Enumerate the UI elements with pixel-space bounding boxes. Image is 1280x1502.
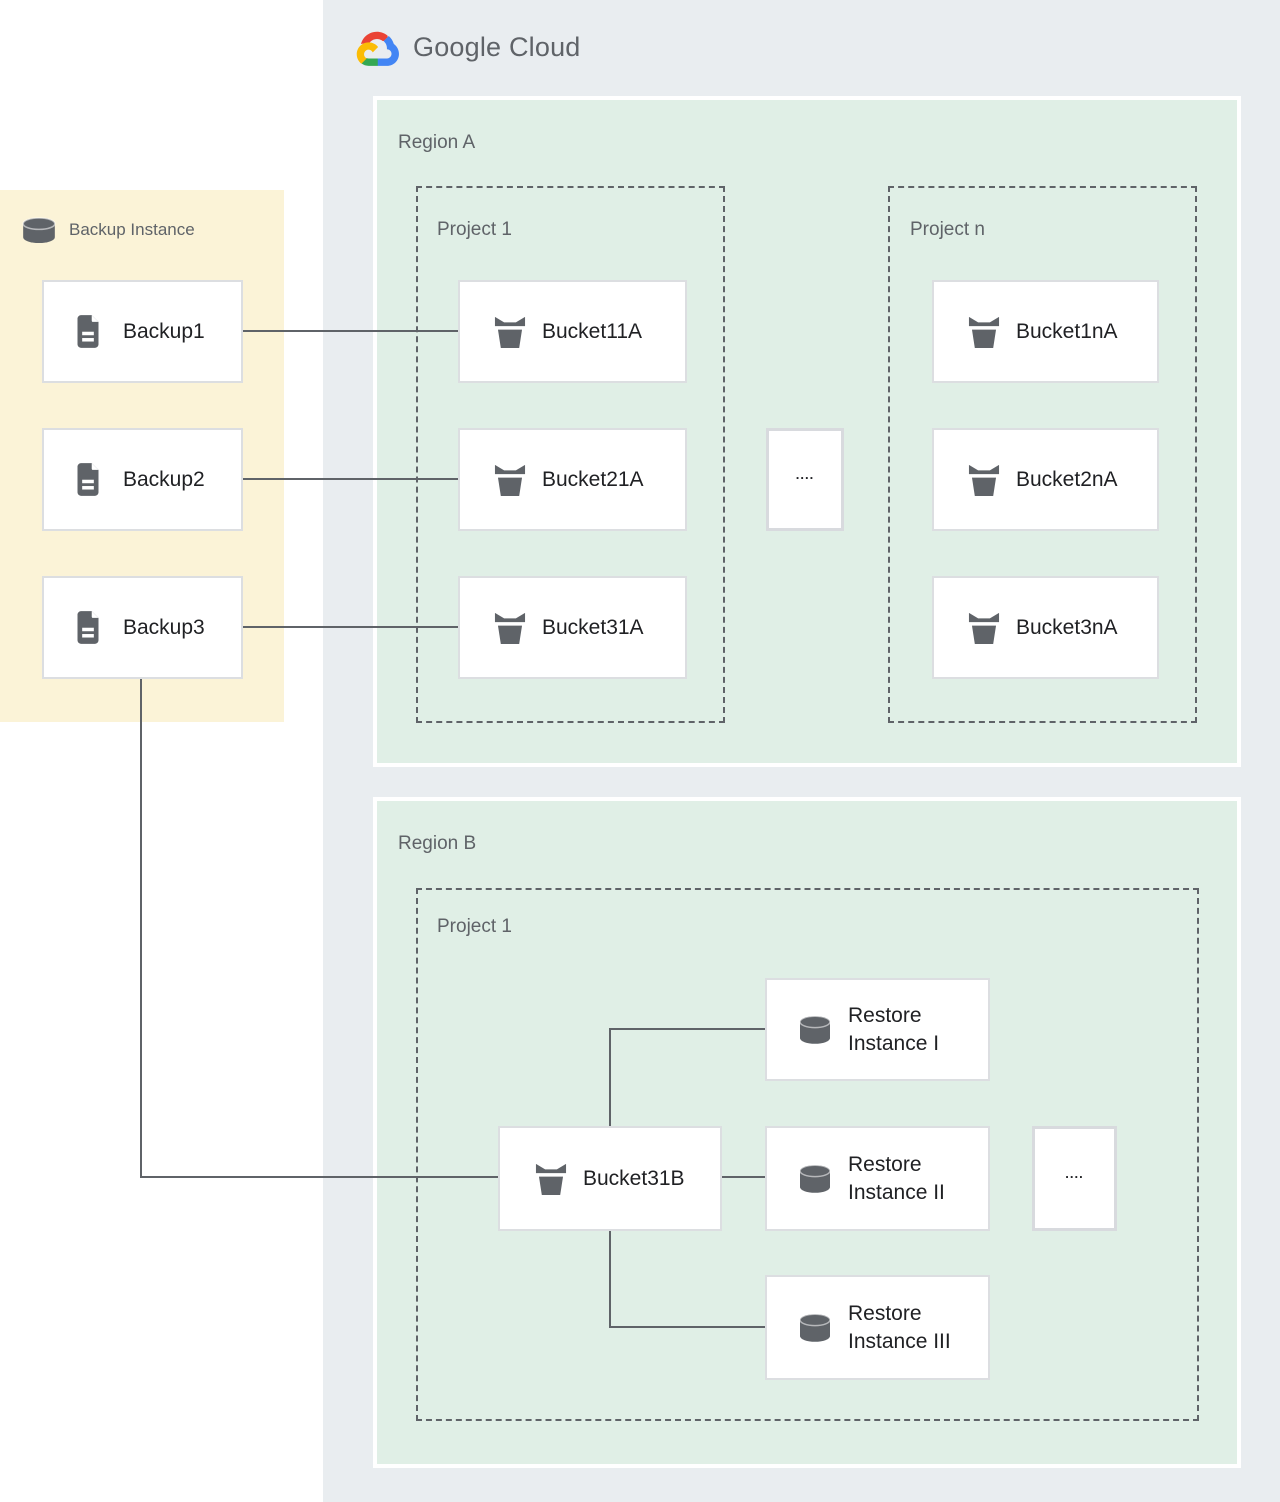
region-a-project-1-label: Project 1 [437, 219, 512, 240]
connector-bucket31b-up-vertical [609, 1028, 611, 1126]
bucket-node-31a: Bucket31A [458, 576, 687, 679]
region-b-project-1-label: Project 1 [437, 916, 512, 937]
document-icon [77, 315, 99, 348]
restore-instance-label: Restore Instance III [848, 1301, 951, 1353]
bucket-node-label: Bucket31B [583, 1166, 685, 1190]
logo-product-text: Cloud [508, 31, 581, 62]
connector-backup1-bucket11a [243, 330, 458, 332]
region-b-label: Region B [398, 833, 477, 854]
document-icon [77, 611, 99, 644]
backup-instance-header: Backup Instance [20, 210, 195, 250]
storage-bucket-icon [494, 612, 526, 644]
database-cylinder-icon [799, 1312, 831, 1342]
storage-bucket-icon [968, 464, 1000, 496]
ellipsis-text: .... [795, 467, 815, 482]
bucket-node-label: Bucket31A [542, 615, 644, 639]
ellipsis-box-region-b: .... [1032, 1126, 1117, 1231]
bucket-node-label: Bucket3nA [1016, 615, 1118, 639]
storage-bucket-icon [494, 464, 526, 496]
bucket-node-31b: Bucket31B [498, 1126, 722, 1231]
restore-instance-node-3: Restore Instance III [765, 1275, 990, 1380]
connector-bucket31b-restore2 [722, 1176, 765, 1178]
restore-instance-label: Restore Instance I [848, 1003, 940, 1055]
bucket-node-3na: Bucket3nA [932, 576, 1159, 679]
region-a-project-1-box [416, 186, 725, 723]
document-icon [77, 463, 99, 496]
region-a-project-n-box [888, 186, 1197, 723]
storage-bucket-icon [968, 612, 1000, 644]
connector-bucket31b-restore3 [609, 1326, 766, 1328]
connector-backup3-bucket31a [243, 626, 458, 628]
backup-instance-title: Backup Instance [69, 220, 195, 239]
storage-bucket-icon [968, 316, 1000, 348]
backup-node-2: Backup2 [42, 428, 243, 531]
bucket-node-label: Bucket2nA [1016, 467, 1118, 491]
restore-instance-label: Restore Instance II [848, 1152, 945, 1204]
region-b-project-1-box [416, 888, 1199, 1421]
bucket-node-1na: Bucket1nA [932, 280, 1159, 383]
backup-node-1: Backup1 [42, 280, 243, 383]
logo-brand-text: Google [413, 31, 502, 62]
backup-node-label: Backup3 [123, 615, 205, 639]
database-cylinder-icon [799, 1163, 831, 1193]
bucket-node-label: Bucket1nA [1016, 319, 1118, 343]
region-a-project-n-label: Project n [910, 219, 985, 240]
connector-backup2-bucket21a [243, 478, 458, 480]
storage-bucket-icon [494, 316, 526, 348]
connector-bucket31b-down-vertical [609, 1231, 611, 1328]
backup-node-label: Backup2 [123, 467, 205, 491]
backup-node-3: Backup3 [42, 576, 243, 679]
ellipsis-box-region-a: .... [766, 428, 844, 531]
bucket-node-label: Bucket21A [542, 467, 644, 491]
bucket-node-11a: Bucket11A [458, 280, 687, 383]
connector-bucket31b-restore1 [609, 1028, 766, 1030]
region-a-label: Region A [398, 132, 476, 153]
backup-node-label: Backup1 [123, 319, 205, 343]
google-cloud-wordmark: Google Cloud [413, 32, 581, 63]
connector-backup3-bucket31b [140, 1176, 498, 1178]
storage-bucket-icon [535, 1163, 567, 1195]
restore-instance-node-2: Restore Instance II [765, 1126, 990, 1231]
bucket-node-label: Bucket11A [542, 319, 643, 343]
database-cylinder-icon [799, 1014, 831, 1044]
database-cylinder-icon [22, 216, 56, 243]
ellipsis-text: .... [1065, 1166, 1084, 1181]
google-cloud-icon [356, 31, 399, 66]
restore-instance-node-1: Restore Instance I [765, 978, 990, 1081]
bucket-node-21a: Bucket21A [458, 428, 687, 531]
bucket-node-2na: Bucket2nA [932, 428, 1159, 531]
connector-backup3-down-vertical [140, 679, 142, 1178]
google-cloud-logo: Google Cloud [355, 28, 581, 66]
